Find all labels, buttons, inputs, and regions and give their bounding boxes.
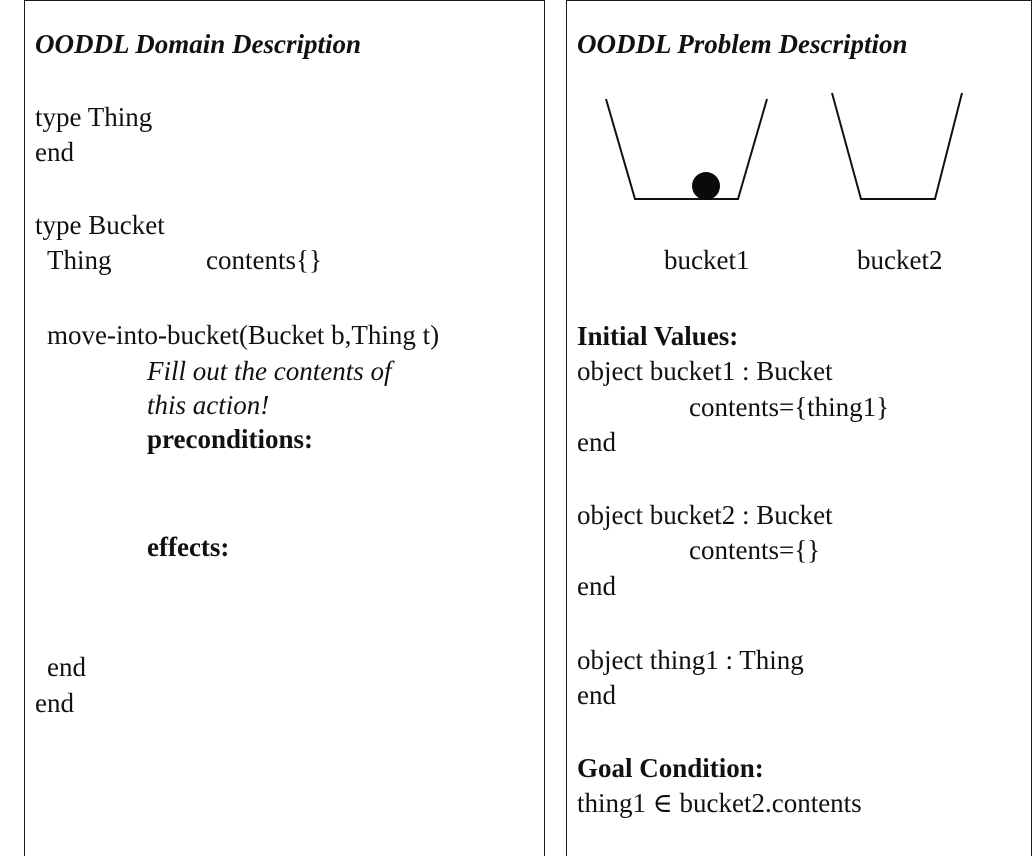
obj-bucket2-contents: contents={}: [689, 535, 821, 565]
goal-expression: thing1 ∈ bucket2.contents: [577, 788, 862, 818]
domain-panel-title: OODDL Domain Description: [35, 29, 362, 59]
type-thing-end: end: [35, 137, 74, 167]
bucket-type-end: end: [35, 688, 74, 718]
type-thing-line: type Thing: [35, 102, 153, 132]
bucket2-icon: [831, 92, 963, 200]
bucket1-label: bucket1: [664, 245, 750, 275]
obj-thing1-decl: object thing1 : Thing: [577, 645, 804, 675]
action-signature: move-into-bucket(Bucket b,Thing t): [47, 320, 440, 350]
action-hint-line2: this action!: [147, 390, 270, 420]
effects-label: effects:: [147, 532, 230, 562]
field-type: Thing: [47, 245, 112, 275]
thing1-ball: [692, 172, 720, 200]
preconditions-label: preconditions:: [147, 424, 314, 454]
initial-values-label: Initial Values:: [577, 321, 739, 351]
buckets-illustration: [605, 92, 963, 200]
goal-condition-label: Goal Condition:: [577, 753, 764, 783]
bucket1-icon: [605, 98, 768, 200]
problem-panel-title: OODDL Problem Description: [577, 29, 908, 59]
obj-bucket2-decl: object bucket2 : Bucket: [577, 500, 833, 530]
type-bucket-line: type Bucket: [35, 210, 165, 240]
field-name: contents{}: [206, 245, 322, 275]
bucket2-label: bucket2: [857, 245, 943, 275]
problem-description-panel: OODDL Problem Description bucket1 bucket…: [566, 0, 1032, 856]
obj-thing1-end: end: [577, 680, 616, 710]
action-end: end: [47, 652, 86, 682]
obj-bucket2-end: end: [577, 571, 616, 601]
obj-bucket1-contents: contents={thing1}: [689, 392, 890, 422]
obj-bucket1-end: end: [577, 427, 616, 457]
obj-bucket1-decl: object bucket1 : Bucket: [577, 356, 833, 386]
domain-description-panel: OODDL Domain Description type Thing end …: [24, 0, 545, 856]
action-hint-line1: Fill out the contents of: [147, 356, 392, 386]
